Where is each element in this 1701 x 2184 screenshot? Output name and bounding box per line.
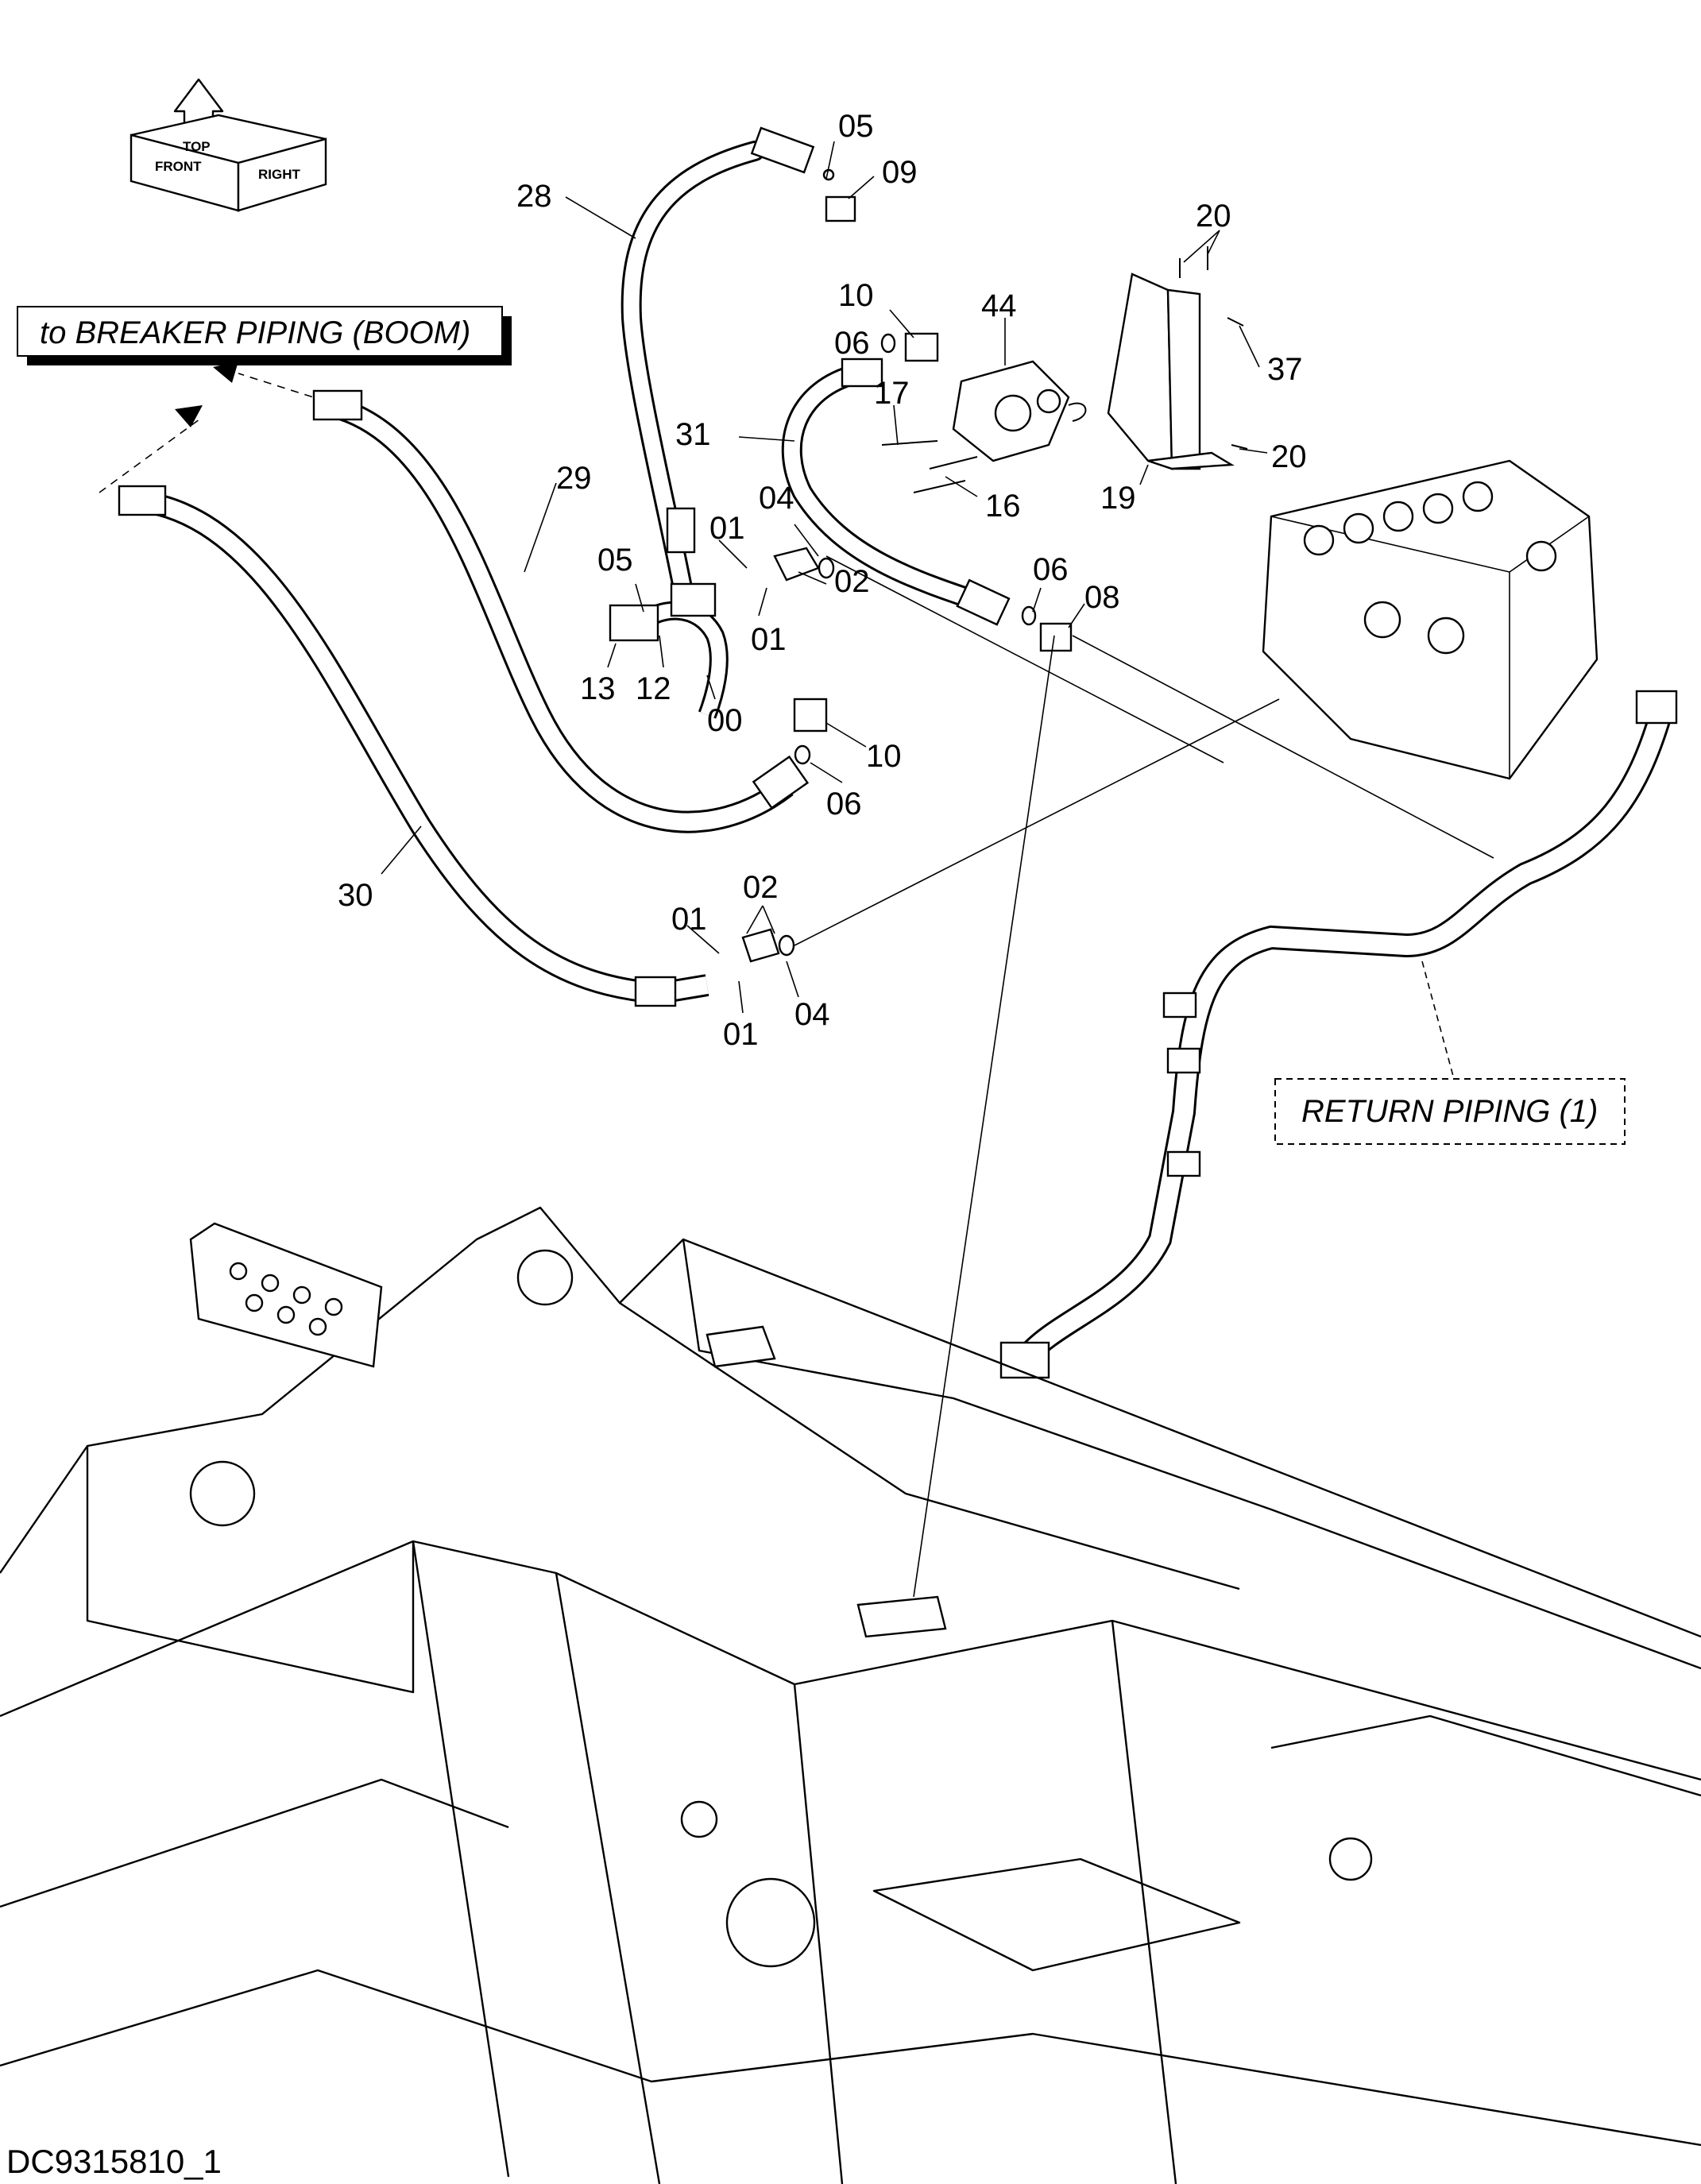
leader-lines [381, 141, 1494, 1014]
callout-05: 05 [838, 109, 874, 144]
callout-06: 06 [1033, 552, 1069, 587]
callout-17: 17 [874, 376, 910, 411]
orientation-right: RIGHT [258, 167, 301, 182]
orientation-top: TOP [183, 139, 211, 154]
breaker-direction-arrows [99, 361, 327, 493]
control-valve-assembly [1262, 459, 1599, 780]
hose-28 [620, 126, 815, 602]
callout-01: 01 [751, 622, 787, 657]
orientation-indicator: TOP FRONT RIGHT [130, 78, 327, 212]
hose-30 [118, 485, 709, 1007]
callout-01: 01 [723, 1017, 759, 1052]
callout-04: 04 [759, 481, 794, 516]
reference-breaker-piping: to BREAKER PIPING (BOOM) [17, 306, 512, 365]
drawing-code: DC9315810_1 [6, 2143, 222, 2180]
callout-10: 10 [866, 739, 902, 774]
upper-frame [0, 635, 1701, 2184]
bracket-19 [1107, 273, 1235, 470]
callout-01: 01 [671, 902, 707, 937]
callout-09: 09 [882, 155, 918, 190]
callout-37: 37 [1267, 352, 1303, 387]
callout-labels: 28 05 09 20 10 44 06 37 17 31 20 29 16 1… [338, 109, 1307, 1052]
callout-29: 29 [556, 461, 592, 496]
orientation-front: FRONT [155, 159, 202, 174]
callout-04: 04 [794, 997, 830, 1032]
callout-13: 13 [580, 671, 616, 706]
callout-28: 28 [516, 179, 552, 214]
callout-01: 01 [709, 511, 745, 546]
callout-10: 10 [838, 278, 874, 313]
callout-19: 19 [1100, 481, 1136, 516]
valve-44 [952, 360, 1087, 462]
reference-breaker-label: to BREAKER PIPING (BOOM) [40, 315, 470, 350]
callout-20: 20 [1271, 439, 1307, 474]
fittings [609, 168, 1248, 963]
callout-31: 31 [675, 417, 711, 452]
hose-31 [781, 358, 1011, 626]
hose-29 [312, 389, 810, 833]
reference-return-piping: RETURN PIPING (1) [1274, 961, 1626, 1145]
callout-02: 02 [743, 870, 779, 905]
callout-44: 44 [981, 288, 1017, 323]
return-piping [999, 690, 1678, 1379]
callout-05: 05 [597, 543, 633, 578]
callout-00: 00 [707, 703, 743, 738]
reference-return-label: RETURN PIPING (1) [1301, 1094, 1598, 1129]
callout-02: 02 [834, 564, 870, 599]
callout-08: 08 [1084, 580, 1120, 615]
callout-06: 06 [834, 326, 870, 361]
callout-06: 06 [826, 787, 862, 821]
callout-30: 30 [338, 878, 373, 913]
callout-20: 20 [1196, 199, 1231, 234]
callout-12: 12 [636, 671, 671, 706]
callout-16: 16 [985, 489, 1021, 524]
